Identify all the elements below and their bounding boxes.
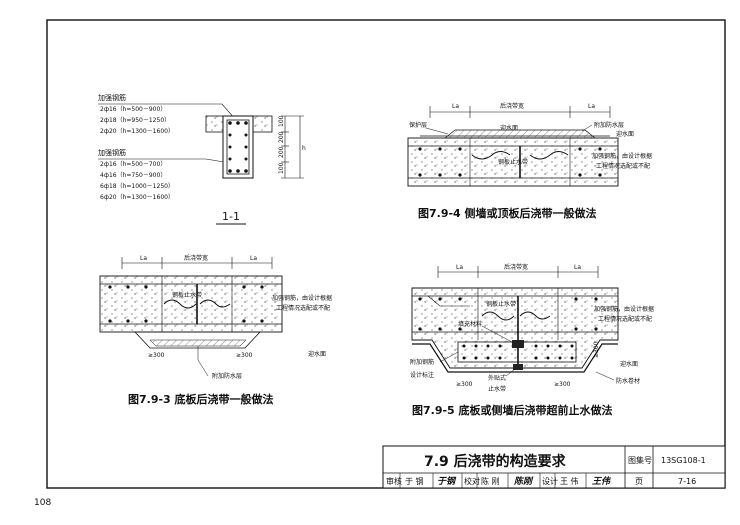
section-label: 1-1 (222, 210, 240, 223)
designer-name: 王 伟 (560, 476, 579, 486)
filler-label: 填充材料 (458, 320, 482, 328)
check-label: 校对 (464, 476, 480, 486)
rebar-b-3: 6ф18（h=1000－1250） (100, 183, 174, 190)
rebar-b-1: 2ф16（h=500－700） (100, 161, 166, 168)
rebar-group-b-title: 加强钢筋 (98, 148, 126, 157)
reviewer-name: 于 钢 (405, 476, 424, 486)
steel-stop-label: 钢板止水带 (172, 291, 202, 299)
dim-2: 200 (278, 131, 285, 143)
atlas-number: 13SG108-1 (661, 456, 706, 465)
external-stop-1: 外贴式 (488, 374, 506, 382)
la-right: La (250, 255, 257, 262)
designer-signature: 王伟 (592, 476, 612, 487)
section-1-1: 加强钢筋 2ф16（h=500－900） 2ф18（h=950－1250） 2ф… (98, 93, 306, 225)
extra-waterproof: 附加防水层 (212, 372, 242, 380)
page-code: 7-16 (678, 477, 696, 486)
reinforce-note-1: 加强钢筋，由设计根据 (272, 294, 332, 302)
figure-7-9-4: La 后浇带宽 La 保护层 迎水面 附加防水层 迎水面 钢板止水带 加强钢筋，… (407, 102, 652, 220)
la-left: La (140, 255, 147, 262)
la-left: La (456, 264, 463, 271)
drawing-frame (46, 19, 726, 489)
la-right: La (588, 103, 595, 110)
protect-layer: 保护层 (409, 121, 427, 129)
dim-vertical: ≥300 (593, 341, 600, 358)
dim-left: ≥300 (456, 381, 473, 388)
dim-4: 100 (278, 162, 285, 174)
design-label: 设计 (542, 476, 558, 486)
rebar-group-a-title: 加强钢筋 (98, 93, 126, 102)
width-label: 后浇带宽 (504, 263, 528, 271)
water-face-right: 迎水面 (616, 130, 634, 138)
caption-7-9-3: 图7.9-3 底板后浇带一般做法 (128, 392, 274, 406)
rebar-a-3: 2ф20（h=1300－1600） (100, 128, 174, 135)
extra-waterproof: 附加防水层 (594, 121, 624, 129)
membrane-label: 防水卷材 (616, 377, 640, 385)
figure-7-9-5: La 后浇带宽 La 钢板止水带 加强 (410, 263, 654, 417)
checker-signature: 陈刚 (514, 476, 534, 487)
atlas-label: 图集号 (628, 455, 652, 465)
la-right: La (574, 264, 581, 271)
reinforce-note-2: 工程情况选配或不配 (276, 304, 330, 312)
dim-left: ≥300 (148, 352, 165, 359)
reinforce-note-2: 工程情况选配或不配 (598, 315, 652, 323)
steel-stop-label: 钢板止水带 (498, 158, 528, 166)
width-label: 后浇带宽 (184, 254, 208, 262)
title-block: 7.9 后浇带的构造要求 图集号 13SG108-1 审核 于 钢 于钢 校对 … (382, 445, 726, 489)
caption-7-9-5: 图7.9-5 底板或侧墙后浇带超前止水做法 (412, 403, 613, 417)
dim-right: ≥300 (554, 381, 571, 388)
reviewer-signature: 于钢 (437, 476, 457, 487)
dim-h: h (302, 145, 306, 152)
reinforce-note-2: 工程情况选配或不配 (596, 162, 650, 170)
extra-rebar-label: 附加钢筋 (410, 358, 434, 366)
water-face: 迎水面 (620, 360, 638, 368)
water-face: 迎水面 (308, 350, 326, 358)
water-face: 迎水面 (500, 124, 518, 132)
external-stop-2: 止水带 (488, 385, 506, 393)
dim-3: 200 (278, 146, 285, 158)
figure-7-9-3: La 后浇带宽 La 钢板止水带 加强钢筋，由设计根据 工程情况选配或不配 ≥3… (99, 254, 332, 406)
reinforce-note-1: 加强钢筋，由设计根据 (594, 305, 654, 313)
rebar-a-2: 2ф18（h=950－1250） (100, 117, 170, 124)
dim-right: ≥300 (236, 352, 253, 359)
checker-name: 陈 刚 (481, 476, 500, 486)
dim-1: 100 (278, 115, 285, 127)
rebar-a-1: 2ф16（h=500－900） (100, 106, 166, 113)
caption-7-9-4: 图7.9-4 侧墙或顶板后浇带一般做法 (418, 206, 597, 220)
page-label: 页 (635, 477, 643, 486)
design-mark-label: 设计标注 (410, 371, 434, 379)
rebar-b-4: 6ф20（h=1300－1600） (100, 194, 174, 201)
rebar-b-2: 4ф16（h=750－900） (100, 172, 166, 179)
review-label: 审核 (386, 476, 402, 486)
steel-stop-label: 钢板止水带 (486, 300, 516, 308)
la-left: La (452, 103, 459, 110)
sheet-title: 7.9 后浇带的构造要求 (424, 453, 567, 470)
reinforce-note-1: 加强钢筋，由设计根据 (592, 152, 652, 160)
page-number: 108 (34, 498, 51, 508)
width-label: 后浇带宽 (500, 102, 524, 110)
